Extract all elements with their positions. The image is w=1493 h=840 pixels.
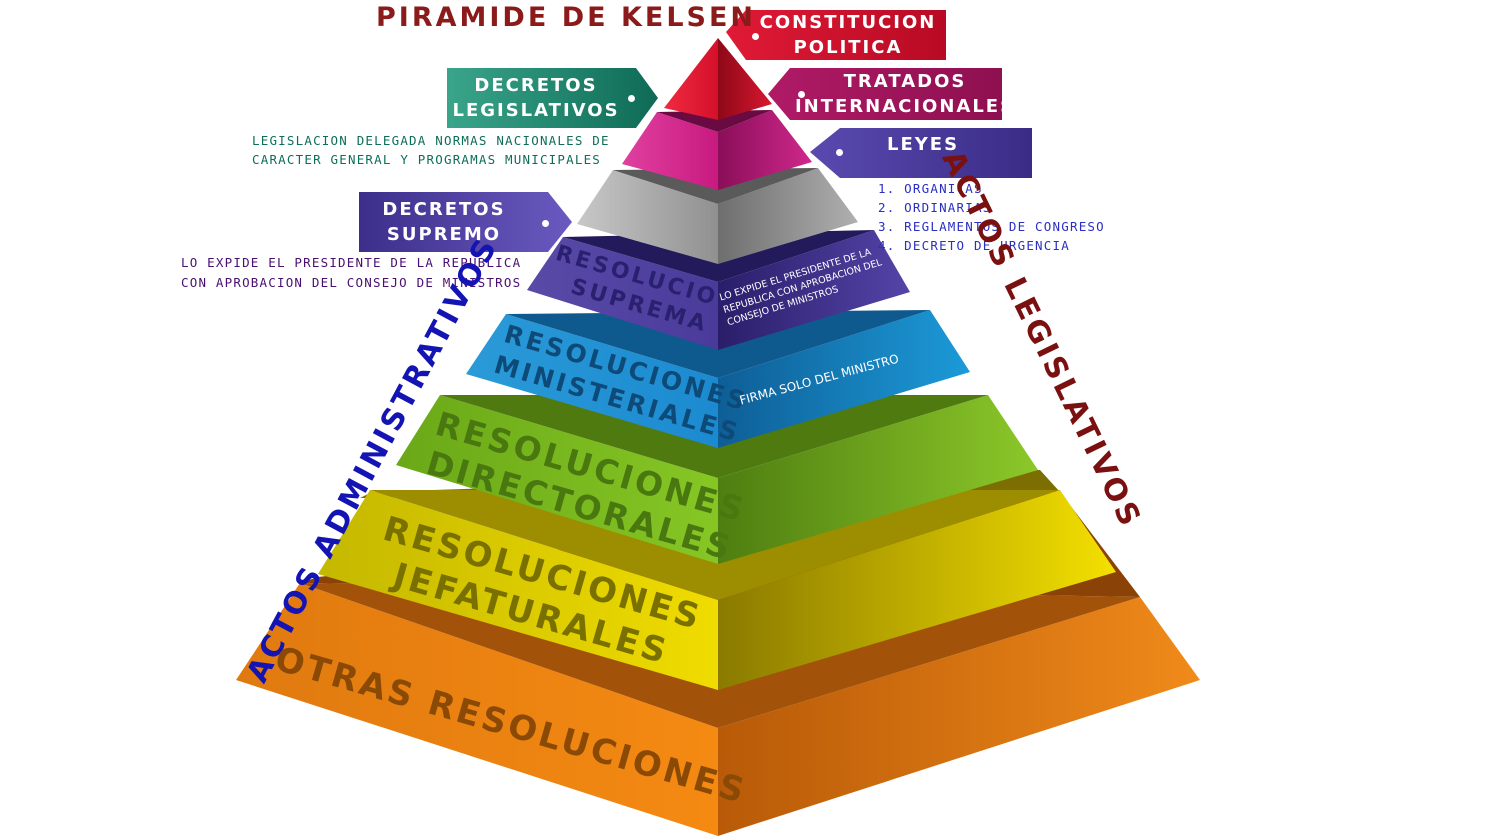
layer-red-shape: [664, 38, 772, 120]
note-line: LEGISLACION DELEGADA NORMAS NACIONALES D…: [252, 133, 610, 148]
note-decretos-legislativos: LEGISLACION DELEGADA NORMAS NACIONALES D…: [252, 131, 610, 169]
tag-decretos-legislativos-shape: [447, 68, 658, 128]
tag-leyes-shape: [810, 128, 1032, 178]
tag-leyes: LEYES: [836, 128, 996, 178]
note-line: 1. ORGANICAS: [878, 181, 983, 196]
tag-hole-icon: [542, 220, 549, 227]
tag-line: SUPREMO: [386, 224, 502, 245]
tag-tratados-internacionales: TRATADOS INTERNACIONALES: [795, 68, 1013, 120]
tag-line: DECRETOS: [474, 75, 598, 96]
diagram-title: PIRAMIDE DE KELSEN: [376, 2, 757, 33]
note-line: 4. DECRETO DE URGENCIA: [878, 238, 1070, 253]
tag-hole-icon: [836, 149, 843, 156]
note-line: 3. REGLAMENTOS DE CONGRESO: [878, 219, 1105, 234]
note-line: CARACTER GENERAL Y PROGRAMAS MUNICIPALES: [252, 152, 602, 167]
tag-decretos-supremo-shape: [359, 192, 572, 252]
tag-tratados-shape: [768, 68, 1002, 120]
tag-constitucion-shape: [726, 10, 946, 60]
tag-line: TRATADOS: [843, 71, 967, 92]
tag-decretos-supremo: DECRETOS SUPREMO: [364, 194, 549, 250]
note-line: 2. ORDINARIAS: [878, 200, 992, 215]
tag-line: LEYES: [886, 134, 960, 155]
tag-hole-icon: [798, 91, 805, 98]
tag-hole-icon: [752, 33, 759, 40]
tag-decretos-legislativos: DECRETOS LEGISLATIVOS: [452, 70, 635, 126]
tag-line: LEGISLATIVOS: [452, 100, 620, 121]
tag-line: INTERNACIONALES: [794, 96, 1016, 117]
note-decretos-supremo: LO EXPIDE EL PRESIDENTE DE LA REPUBLICA …: [181, 253, 521, 293]
note-line: LO EXPIDE EL PRESIDENTE DE LA REPUBLICA: [181, 255, 522, 270]
layer-magenta-shape: [622, 110, 812, 190]
note-leyes-list: 1. ORGANICAS 2. ORDINARIAS 3. REGLAMENTO…: [878, 179, 1105, 255]
tag-line: POLITICA: [793, 37, 903, 58]
tag-constitucion-politica: CONSTITUCION POLITICA: [752, 8, 937, 62]
note-line: CON APROBACION DEL CONSEJO DE MINISTROS: [181, 275, 522, 290]
tag-line: CONSTITUCION: [759, 12, 937, 33]
tag-hole-icon: [628, 95, 635, 102]
tag-line: DECRETOS: [382, 199, 506, 220]
